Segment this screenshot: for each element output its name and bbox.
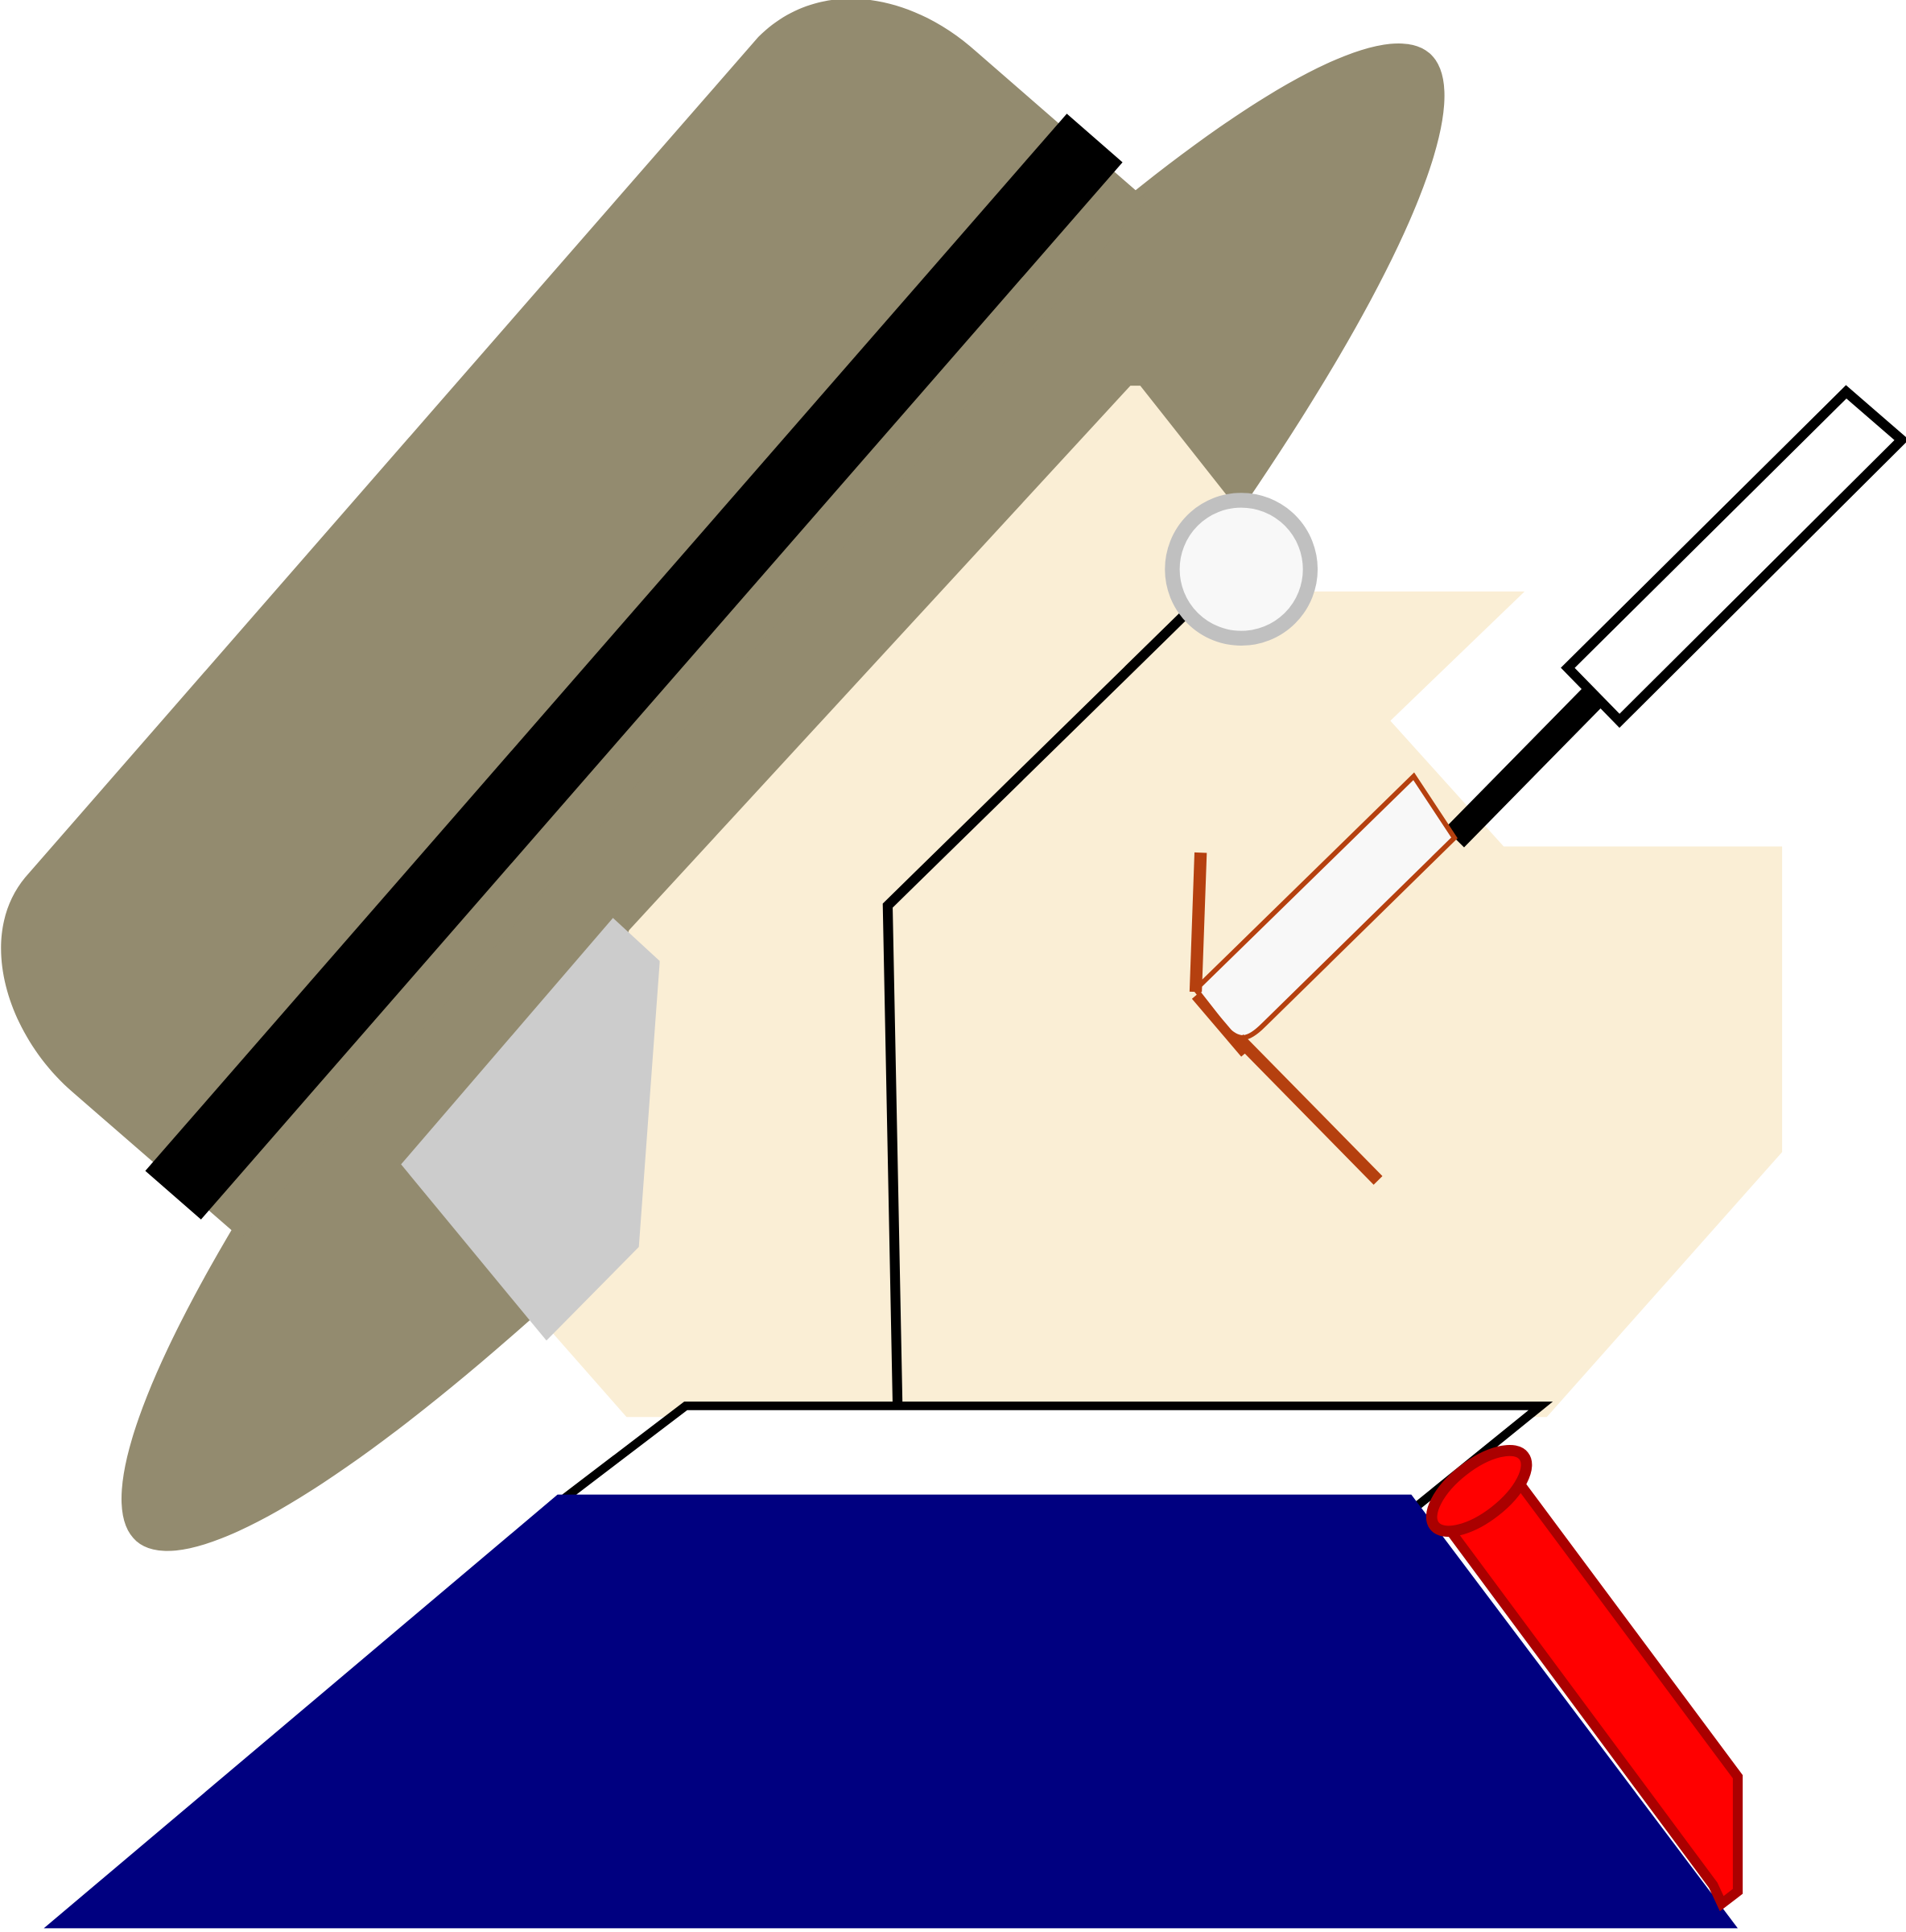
hat-crown [1,0,1147,1239]
hat-band [145,114,1123,1220]
red-tube-opening [1425,1444,1533,1538]
pen-cap [1561,385,1906,729]
cream-background-shape [518,386,1783,1418]
stand-line [882,612,1187,1406]
pen-body [1444,687,1603,848]
orange-line [1189,852,1207,993]
knob-icon [1165,493,1318,646]
platform-outline [548,1402,1553,1510]
orange-line [1234,1034,1383,1185]
navy-base [43,1494,1738,1929]
